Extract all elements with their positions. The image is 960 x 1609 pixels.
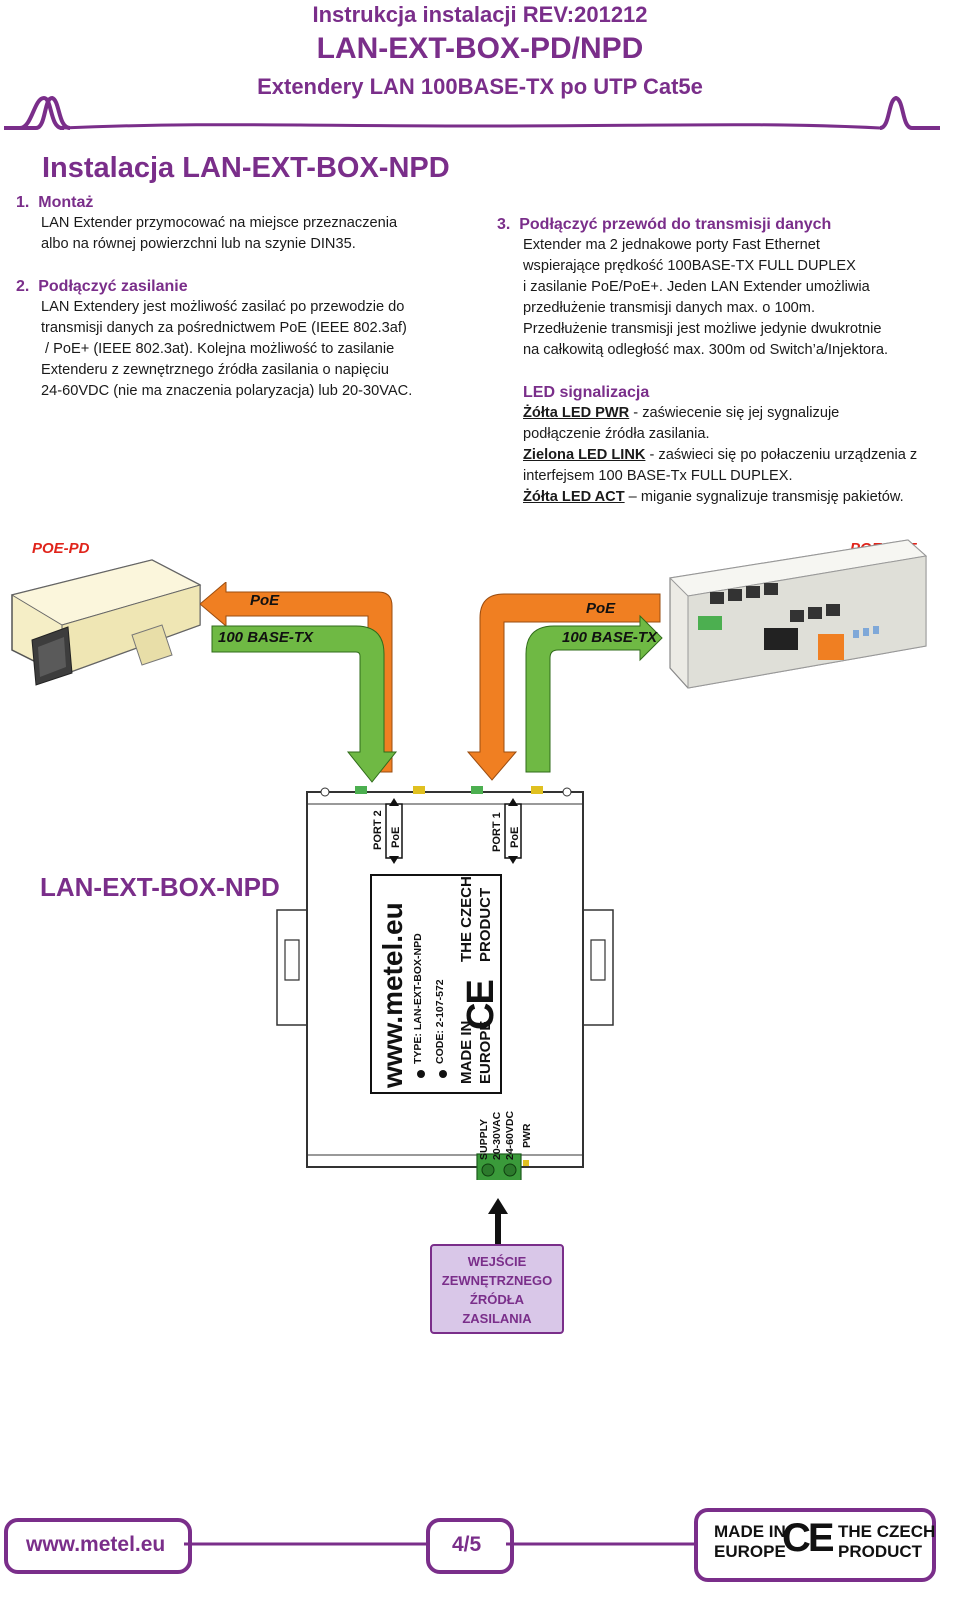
step-1-line: LAN Extender przymocować na miejsce prze… [41,215,398,231]
pwr-label: PWR [521,1123,533,1149]
header-swoosh [4,95,940,130]
power-input-line: WEJŚCIE [467,1254,527,1269]
step-2-line: / PoE+ (IEEE 802.3at). Kolejna możliwość… [41,341,395,357]
poe-pd-label: POE-PD [32,540,90,557]
step-1-title: Montaż [38,194,94,211]
base-tx-label-right: 100 BASE-TX [562,629,658,646]
led-title: LED signalizacja [523,384,650,401]
power-input-line: ZASILANIA [462,1311,532,1326]
supply-dc-label: 24-60VDC [504,1110,516,1160]
footer-czech-2: PRODUCT [838,1542,923,1561]
power-input-line: ZEWNĘTRZNEGO [441,1273,553,1288]
header-title-line1: Instrukcja instalacji REV:201212 [312,2,648,27]
port1-poe-label: PoE [509,826,521,848]
header-title-line2: LAN-EXT-BOX-PD/NPD [316,32,644,65]
step-3-line: Extender ma 2 jednakowe porty Fast Ether… [523,237,820,253]
device-name-label: LAN-EXT-BOX-NPD [40,872,280,902]
led-item-pwr-cont: podłączenie źródła zasilania. [523,426,710,442]
footer-line-left [184,1542,434,1546]
step-1-line: albo na równej powierzchni lub na szynie… [41,236,356,252]
step-2: 2. Podłączyć zasilanie LAN Extendery jes… [16,276,486,402]
device-czech-2: PRODUCT [477,887,494,962]
step-3-number: 3. [497,216,511,233]
poe-arrow-right [466,593,661,781]
step-3-title: Podłączyć przewód do transmisji danych [519,216,832,233]
step-3-line: Przedłużenie transmisji jest możliwe jed… [523,321,882,337]
footer-czech-1: THE CZECH [838,1522,936,1541]
footer-ce-mark: CE [782,1516,835,1560]
step-3-line: i zasilanie PoE/PoE+. Jeden LAN Extender… [523,279,870,295]
poe-label-left: PoE [250,592,280,609]
led-name-pwr: Żółta LED PWR [523,405,630,421]
led-text-act: – miganie sygnalizuje transmisję pakietó… [624,489,904,505]
step-1-number: 1. [16,194,30,211]
device-brand: www.metel.eu [377,902,408,1088]
supply-ac-label: 20-30VAC [491,1111,503,1160]
connection-arrows [200,582,663,783]
device-type: TYPE: LAN-EXT-BOX-NPD [412,933,424,1064]
step-3-line: wspierające prędkość 100BASE-TX FULL DUP… [523,258,856,274]
step-3-line: przedłużenie transmisji danych max. o 10… [523,300,816,316]
step-3: 3. Podłączyć przewód do transmisji danyc… [497,214,957,361]
step-2-line: LAN Extendery jest możliwość zasilać po … [41,299,405,315]
footer-site-box: www.metel.eu [4,1518,192,1574]
port1-label: PORT 1 [491,812,503,852]
base-tx-arrow-left [211,625,398,783]
device-czech-1: THE CZECH [458,876,475,962]
poe-label-right: PoE [586,600,616,617]
footer-line-right [506,1542,698,1546]
step-1: 1. Montaż LAN Extender przymocować na mi… [16,192,476,255]
step-3-line: na całkowitą odległość max. 300m od Swit… [523,342,889,358]
switch-image [668,539,928,689]
device-code: CODE: 2-107-572 [434,979,446,1064]
step-2-title: Podłączyć zasilanie [38,278,188,295]
power-input-box: WEJŚCIE ZEWNĘTRZNEGO ŹRÓDŁA ZASILANIA [430,1244,564,1334]
header-title-line3: Extendery LAN 100BASE-TX po UTP Cat5e [257,74,703,99]
device-europe: EUROPE [477,1020,494,1084]
step-2-heading: 2. Podłączyć zasilanie [16,276,486,297]
step-2-number: 2. [16,278,30,295]
led-item-pwr: Żółta LED PWR - zaświecenie się jej sygn… [523,403,960,424]
page-number: 4/5 [452,1533,482,1556]
supply-label: SUPPLY [478,1118,490,1160]
step-2-line: transmisji danych za pośrednictwem PoE (… [41,320,407,336]
led-item-act: Żółta LED ACT – miganie sygnalizuje tran… [523,487,960,508]
led-item-link: Zielona LED LINK - zaświeci się po połac… [523,445,960,466]
footer-page-box: 4/5 [426,1518,514,1574]
port2-label: PORT 2 [372,810,384,850]
section-title: Instalacja LAN-EXT-BOX-NPD [42,152,450,184]
supply-arrow [488,1198,508,1246]
power-input-line: ŹRÓDŁA [469,1292,525,1307]
device-ce-mark: CE [460,981,502,1030]
step-2-line: Extenderu z zewnętrznego źródła zasilani… [41,362,390,378]
device-made-in: MADE IN [458,1020,475,1084]
footer-site[interactable]: www.metel.eu [26,1533,166,1556]
led-name-act: Żółta LED ACT [523,489,625,505]
led-section: LED signalizacja Żółta LED PWR - zaświec… [523,382,960,508]
step-1-heading: 1. Montaż [16,192,476,213]
footer-made-in: MADE IN [714,1522,786,1541]
led-text-pwr: - zaświecenie się jej sygnalizuje [629,405,840,421]
device-box [276,786,614,1180]
led-text-link: - zaświeci się po połaczeniu urządzenia … [645,447,918,463]
base-tx-label-left: 100 BASE-TX [218,629,314,646]
footer-europe: EUROPE [714,1542,786,1561]
led-item-link-cont: interfejsem 100 BASE-Tx FULL DUPLEX. [523,468,793,484]
step-2-line: 24-60VDC (nie ma znaczenia polaryzacja) … [41,383,413,399]
step-3-heading: 3. Podłączyć przewód do transmisji danyc… [497,214,957,235]
footer-logo-box: MADE IN EUROPE CE THE CZECH PRODUCT [694,1508,936,1582]
port2-poe-label: PoE [390,826,402,848]
camera-image [10,559,202,686]
led-name-link: Zielona LED LINK [523,447,646,463]
base-tx-arrow-right [525,614,663,773]
